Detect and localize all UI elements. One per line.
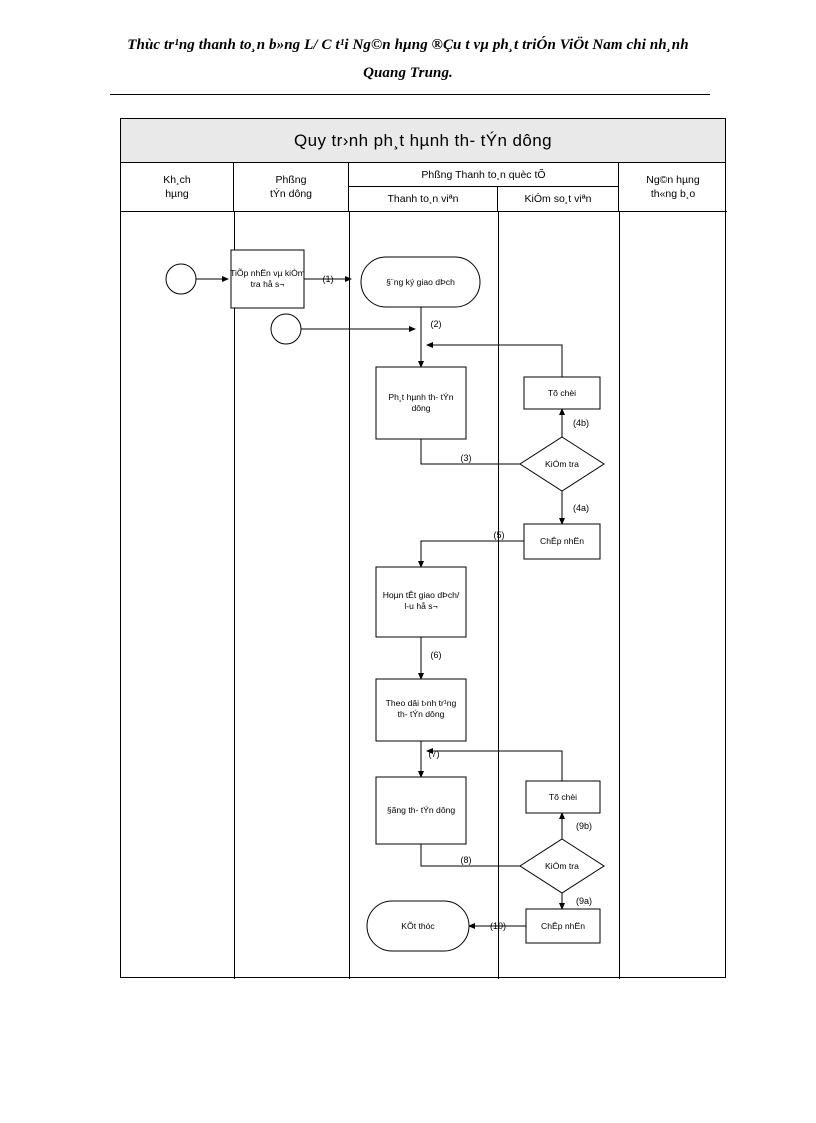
swimlane-header-phong-thanh-toan-quoc-te-label: Phßng Thanh to¸n quèc tÕ (421, 168, 546, 181)
swimlane-header-phong-tin-dung-line2: tÝn dông (269, 188, 313, 200)
flowchart-title: Quy tr›nh ph¸t hµnh th- tÝn dông (294, 130, 552, 150)
swimlane-header-kiem-soat-vien: KiÓm so¸t viªn (498, 187, 619, 211)
swimlane-header-ngan-hang-thong-bao-line1: Ng©n hµng (646, 174, 700, 186)
swimlane-divider-3 (498, 212, 499, 979)
swimlane-header-khach-hang: Kh¸ch hµng (121, 163, 234, 211)
header-divider-rule (110, 94, 710, 95)
swimlane-header-phong-tin-dung: Phßng tÝn dông (234, 163, 349, 211)
swimlane-header-thanh-toan-vien-label: Thanh to¸n viªn (387, 193, 459, 205)
swimlane-header-phong-tin-dung-line1: Phßng (275, 174, 307, 186)
swimlane-divider-2 (349, 212, 350, 979)
swimlane-divider-1 (234, 212, 235, 979)
document-title-line-2: Quang Trung. (363, 65, 453, 81)
swimlane-header-khach-hang-line2: hµng (165, 188, 189, 200)
swimlane-header-thanh-toan-vien: Thanh to¸n viªn (349, 187, 498, 211)
page-header: Thùc tr¹ng thanh to¸n b»ng L/ C t¹i Ng©n… (96, 32, 720, 86)
swimlane-divider-4 (619, 212, 620, 979)
flowchart-title-band: Quy tr›nh ph¸t hµnh th- tÝn dông (121, 119, 725, 163)
flowchart-frame: Quy tr›nh ph¸t hµnh th- tÝn dông Kh¸ch h… (120, 118, 727, 979)
document-title-line-1: Thùc tr¹ng thanh to¸n b»ng L/ C t¹i Ng©n… (127, 37, 689, 53)
swimlane-header-khach-hang-line1: Kh¸ch (163, 174, 191, 186)
swimlane-header-row: Kh¸ch hµng Phßng tÝn dông Phßng Thanh to… (121, 163, 725, 211)
swimlane-body (121, 211, 727, 979)
swimlane-header-kiem-soat-vien-label: KiÓm so¸t viªn (524, 193, 592, 205)
swimlane-header-ngan-hang-thong-bao-line2: th«ng b¸o (650, 188, 696, 200)
swimlane-header-phong-thanh-toan-quoc-te: Phßng Thanh to¸n quèc tÕ (349, 163, 619, 187)
swimlane-header-ngan-hang-thong-bao: Ng©n hµng th«ng b¸o (619, 163, 727, 211)
